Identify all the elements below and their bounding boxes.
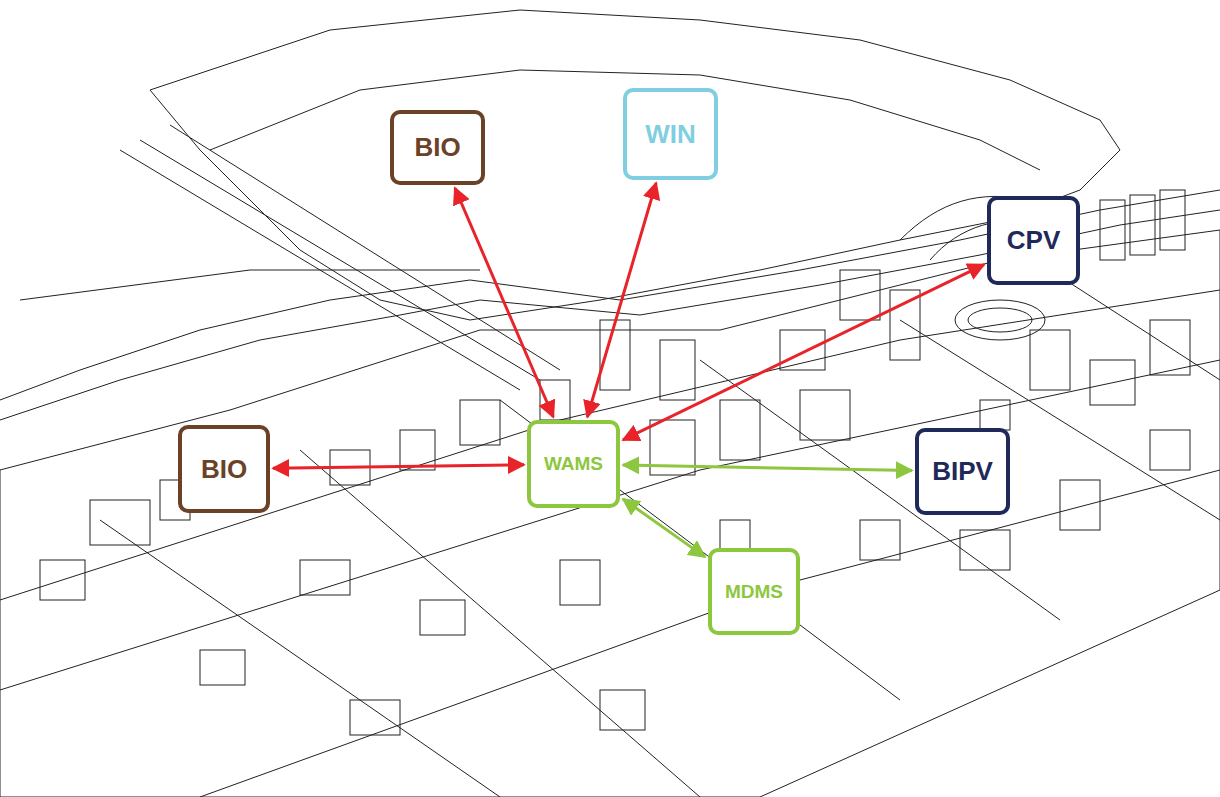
- link-arrow: [587, 183, 656, 417]
- box-label: WIN: [645, 119, 696, 150]
- link-arrow: [273, 465, 524, 469]
- box-label: BIPV: [932, 456, 993, 487]
- link-arrow: [623, 465, 912, 471]
- source-box: CPV: [987, 196, 1080, 285]
- box-label: BIO: [201, 454, 247, 485]
- source-box: MDMS: [708, 548, 800, 635]
- box-label: BIO: [414, 132, 460, 163]
- source-box: WAMS: [527, 420, 620, 508]
- box-label: WAMS: [544, 453, 603, 475]
- source-box: BIPV: [915, 428, 1010, 515]
- box-label: CPV: [1007, 225, 1060, 256]
- link-arrow: [455, 188, 553, 417]
- link-arrow: [623, 265, 984, 440]
- source-box: BIO: [178, 425, 270, 513]
- box-label: MDMS: [725, 581, 783, 603]
- source-box: WIN: [623, 88, 718, 180]
- link-arrow: [623, 499, 705, 557]
- source-box: BIO: [390, 110, 485, 185]
